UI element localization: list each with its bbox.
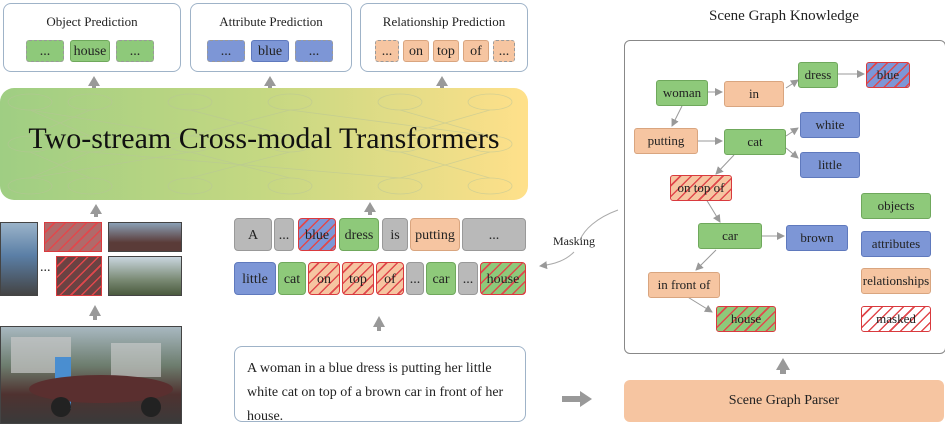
token-top-masked: top bbox=[342, 262, 374, 295]
relationship-chip-ellipsis: ... bbox=[493, 40, 515, 62]
attribute-chip-ellipsis: ... bbox=[295, 40, 333, 62]
token-ellipsis: ... bbox=[274, 218, 294, 251]
token-ellipsis: ... bbox=[458, 262, 478, 295]
relationship-prediction-title: Relationship Prediction bbox=[382, 14, 506, 29]
node-on-top-of-masked: on top of bbox=[670, 175, 732, 201]
token-little: little bbox=[234, 262, 276, 295]
relationship-chip-on: on bbox=[403, 40, 429, 62]
image-region-masked-cat bbox=[44, 222, 102, 252]
node-putting: putting bbox=[634, 128, 698, 154]
token-of-masked: of bbox=[376, 262, 404, 295]
masking-curve-bottom bbox=[539, 251, 575, 270]
transformer-attention-pattern bbox=[7, 93, 513, 195]
token-putting: putting bbox=[410, 218, 460, 251]
node-white: white bbox=[800, 112, 860, 138]
token-ellipsis: ... bbox=[462, 218, 526, 251]
node-brown: brown bbox=[786, 225, 848, 251]
node-in-front-of: in front of bbox=[648, 272, 720, 298]
scene-graph-panel bbox=[624, 40, 945, 354]
image-region-ellipsis: ... bbox=[40, 260, 51, 275]
node-in: in bbox=[724, 81, 784, 107]
object-chip-ellipsis: ... bbox=[116, 40, 154, 62]
masking-label: Masking bbox=[553, 234, 595, 248]
scene-graph-edges bbox=[671, 70, 865, 313]
transformer-block: Two-stream Cross-modal Transformers bbox=[0, 88, 528, 200]
legend-masked: masked bbox=[861, 306, 931, 332]
image-region-car bbox=[108, 222, 182, 252]
object-chip-ellipsis: ... bbox=[26, 40, 64, 62]
token-house-masked: house bbox=[480, 262, 526, 295]
masking-curve-top bbox=[579, 209, 619, 241]
object-chip-house: house bbox=[70, 40, 110, 62]
node-blue-masked: blue bbox=[866, 62, 910, 88]
attribute-chip-blue: blue bbox=[251, 40, 289, 62]
legend-attributes: attributes bbox=[861, 231, 931, 257]
token-ellipsis: ... bbox=[406, 262, 424, 295]
object-prediction-panel: Object Prediction ... house ... bbox=[3, 3, 181, 72]
token-blue-masked: blue bbox=[298, 218, 336, 251]
transformer-title: Two-stream Cross-modal Transformers bbox=[28, 122, 500, 155]
up-arrows bbox=[88, 76, 790, 407]
node-house-masked: house bbox=[716, 306, 776, 332]
image-region-woman bbox=[0, 222, 38, 296]
token-is: is bbox=[382, 218, 408, 251]
image-region-house bbox=[108, 256, 182, 296]
input-photo bbox=[0, 326, 182, 424]
node-car: car bbox=[698, 223, 762, 249]
legend-objects: objects bbox=[861, 193, 931, 219]
image-region-masked-wheel bbox=[56, 256, 102, 296]
node-woman: woman bbox=[656, 80, 708, 106]
relationship-prediction-panel: Relationship Prediction ... on top of ..… bbox=[360, 3, 528, 72]
token-car: car bbox=[426, 262, 456, 295]
node-dress: dress bbox=[798, 62, 838, 88]
attribute-prediction-panel: Attribute Prediction ... blue ... bbox=[190, 3, 352, 72]
node-little: little bbox=[800, 152, 860, 178]
legend-relationships: relationships bbox=[861, 268, 931, 294]
scene-graph-parser: Scene Graph Parser bbox=[624, 380, 944, 422]
attribute-chip-ellipsis: ... bbox=[207, 40, 245, 62]
input-caption: A woman in a blue dress is putting her l… bbox=[234, 346, 526, 424]
token-dress: dress bbox=[339, 218, 379, 251]
scene-graph-title: Scene Graph Knowledge bbox=[709, 8, 859, 24]
relationship-chip-of: of bbox=[463, 40, 489, 62]
token-a: A bbox=[234, 218, 272, 251]
node-cat: cat bbox=[724, 129, 786, 155]
token-on-masked: on bbox=[308, 262, 340, 295]
object-prediction-title: Object Prediction bbox=[46, 14, 138, 29]
token-cat: cat bbox=[278, 262, 306, 295]
relationship-chip-top: top bbox=[433, 40, 459, 62]
relationship-chip-ellipsis: ... bbox=[375, 40, 399, 62]
attribute-prediction-title: Attribute Prediction bbox=[219, 14, 323, 29]
